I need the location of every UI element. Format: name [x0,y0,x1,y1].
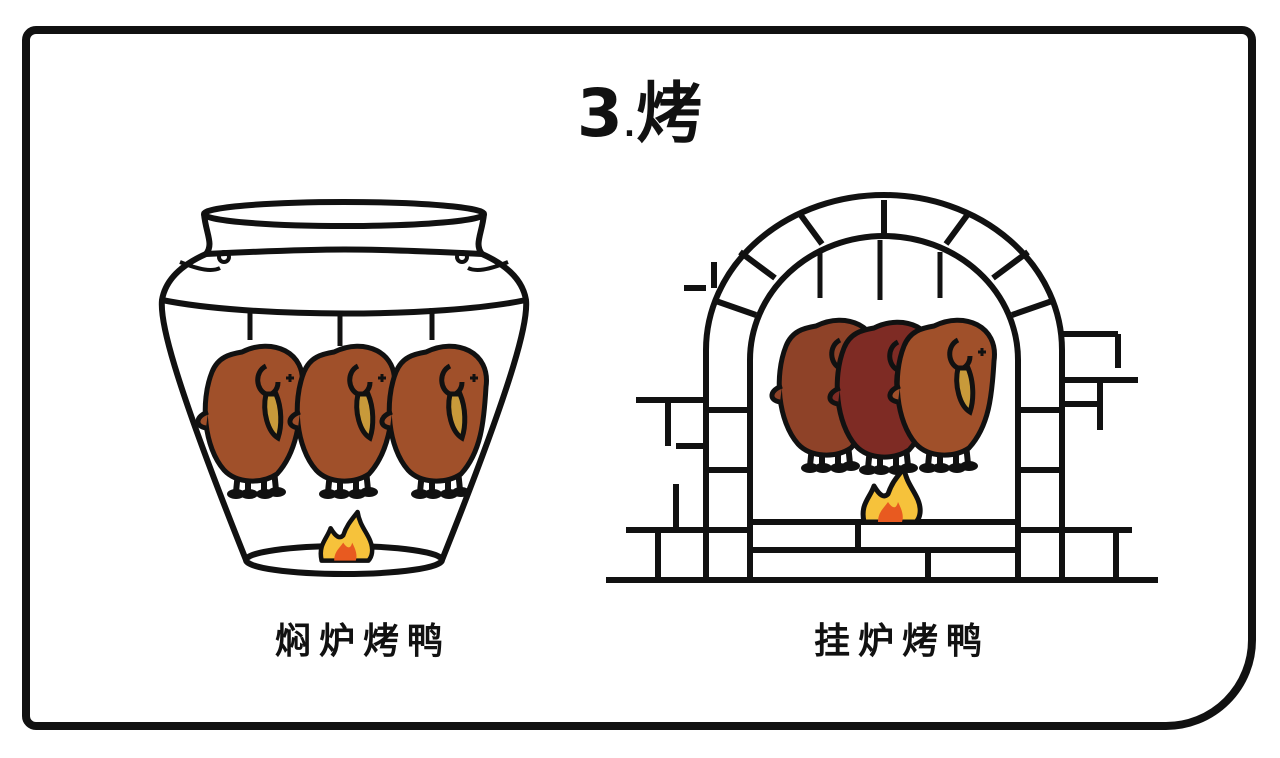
caption-hung-oven-duck: 挂炉烤鸭 [813,621,990,662]
caption-pot-oven-duck: 焖炉烤鸭 [274,621,451,662]
title-dot: . [623,109,637,144]
duck-icon [772,320,995,475]
title-text: 烤 [636,75,704,152]
duck-icon [198,346,487,499]
page-title: 3.烤 [0,60,1280,156]
flame-icon [321,512,372,561]
title-number: 3 [576,75,624,152]
pot-oven-icon [158,199,530,577]
flame-icon [863,468,920,522]
brick-oven-icon [606,192,1158,583]
